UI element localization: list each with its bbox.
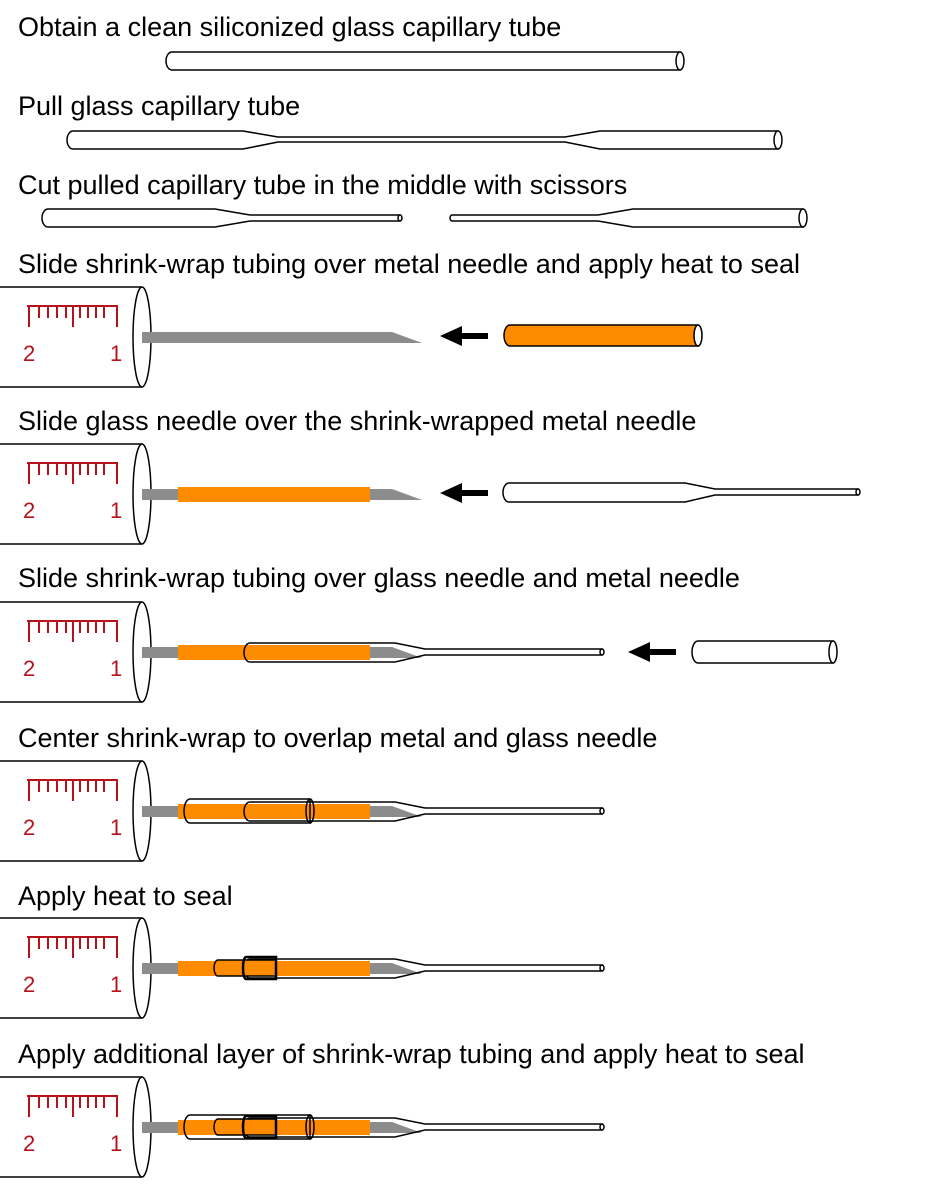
step-5-metal-needle: [142, 487, 422, 502]
scale-label-1: 1: [110, 341, 122, 366]
step-6-syringe: 2 1: [0, 601, 152, 703]
scale-label-1: 1: [110, 815, 122, 840]
step-5-label: Slide glass needle over the shrink-wrapp…: [18, 406, 696, 436]
step-5-syringe: 2 1: [0, 443, 152, 545]
syringe-scale-markings: [27, 462, 118, 484]
scale-label-2: 2: [23, 656, 35, 681]
syringe-scale-markings: [27, 1095, 118, 1117]
step-5-glass-needle: [502, 482, 861, 503]
step-8-needle-assembly: [142, 955, 605, 981]
step-2-pulled-tube: [66, 130, 783, 150]
step-4-syringe: 2 1: [0, 286, 152, 388]
step-9-syringe: 2 1: [0, 1076, 152, 1178]
step-9-needle-assembly: [142, 1114, 605, 1140]
scale-label-2: 2: [23, 498, 35, 523]
step-6-arrow-icon: [628, 642, 676, 662]
scale-label-1: 1: [110, 972, 122, 997]
step-4-label: Slide shrink-wrap tubing over metal need…: [18, 249, 800, 279]
step-1-capillary-tube: [165, 51, 685, 71]
step-3-cut-tube-left: [41, 208, 403, 228]
step-4-metal-needle: [142, 332, 422, 343]
step-7-syringe: 2 1: [0, 760, 152, 862]
scale-label-1: 1: [110, 498, 122, 523]
step-4-arrow-icon: [440, 326, 488, 346]
scale-label-2: 2: [23, 815, 35, 840]
syringe-scale-markings: [27, 620, 118, 642]
step-9-label: Apply additional layer of shrink-wrap tu…: [18, 1039, 804, 1069]
step-6-label: Slide shrink-wrap tubing over glass need…: [18, 563, 740, 593]
syringe-scale-markings: [27, 936, 118, 958]
step-2-label: Pull glass capillary tube: [18, 91, 300, 121]
step-7-label: Center shrink-wrap to overlap metal and …: [18, 723, 657, 753]
step-6-shrink-wrap-tube: [691, 640, 838, 664]
syringe-scale-markings: [27, 305, 118, 327]
step-7-needle-assembly: [142, 798, 605, 824]
step-4-shrink-wrap-tube: [503, 324, 703, 347]
scale-label-2: 2: [23, 1131, 35, 1156]
scale-label-2: 2: [23, 341, 35, 366]
step-3-label: Cut pulled capillary tube in the middle …: [18, 170, 627, 200]
step-3-cut-tube-right: [449, 208, 808, 228]
step-1-label: Obtain a clean siliconized glass capilla…: [18, 12, 561, 42]
step-5-arrow-icon: [440, 483, 488, 503]
scale-label-1: 1: [110, 1131, 122, 1156]
step-6-needle-assembly: [142, 642, 605, 663]
scale-label-2: 2: [23, 972, 35, 997]
step-8-syringe: 2 1: [0, 917, 152, 1019]
syringe-scale-markings: [27, 779, 118, 801]
scale-label-1: 1: [110, 656, 122, 681]
step-8-label: Apply heat to seal: [18, 881, 233, 911]
